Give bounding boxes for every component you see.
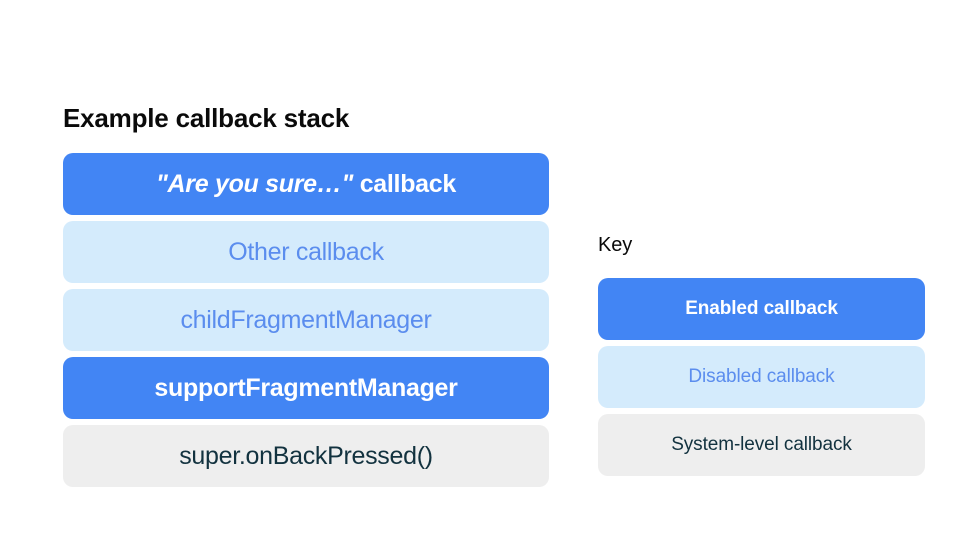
stack-item-label: Other callback xyxy=(228,238,384,266)
key-item-disabled-callback: Disabled callback xyxy=(598,346,925,408)
stack-item-label: "Are you sure…" callback xyxy=(156,169,456,199)
stack-item-super-on-back-pressed[interactable]: super.onBackPressed() xyxy=(63,425,549,487)
key-item-label: Enabled callback xyxy=(685,298,838,319)
stack-item-support-fragment-manager[interactable]: supportFragmentManager xyxy=(63,357,549,419)
stack-item-child-fragment-manager[interactable]: childFragmentManager xyxy=(63,289,549,351)
key-item-enabled-callback: Enabled callback xyxy=(598,278,925,340)
key-legend-list: Enabled callback Disabled callback Syste… xyxy=(598,278,925,476)
callback-stack-list: "Are you sure…" callback Other callback … xyxy=(63,153,549,487)
key-legend-section: Key Enabled callback Disabled callback S… xyxy=(598,232,925,476)
stack-item-other-callback[interactable]: Other callback xyxy=(63,221,549,283)
key-item-label: Disabled callback xyxy=(688,366,835,387)
stack-item-label-plain: callback xyxy=(353,170,457,198)
stack-item-label: supportFragmentManager xyxy=(154,374,458,402)
page-title: Example callback stack xyxy=(63,103,350,133)
stack-item-label-emphasis: "Are you sure…" xyxy=(156,170,354,198)
callback-stack-section: Example callback stack "Are you sure…" c… xyxy=(63,101,549,487)
stack-item-label: childFragmentManager xyxy=(180,306,432,334)
key-item-label: System-level callback xyxy=(671,434,852,455)
key-title: Key xyxy=(598,234,633,256)
stack-item-are-you-sure-callback[interactable]: "Are you sure…" callback xyxy=(63,153,549,215)
stack-item-label: super.onBackPressed() xyxy=(179,442,433,470)
key-item-system-level-callback: System-level callback xyxy=(598,414,925,476)
